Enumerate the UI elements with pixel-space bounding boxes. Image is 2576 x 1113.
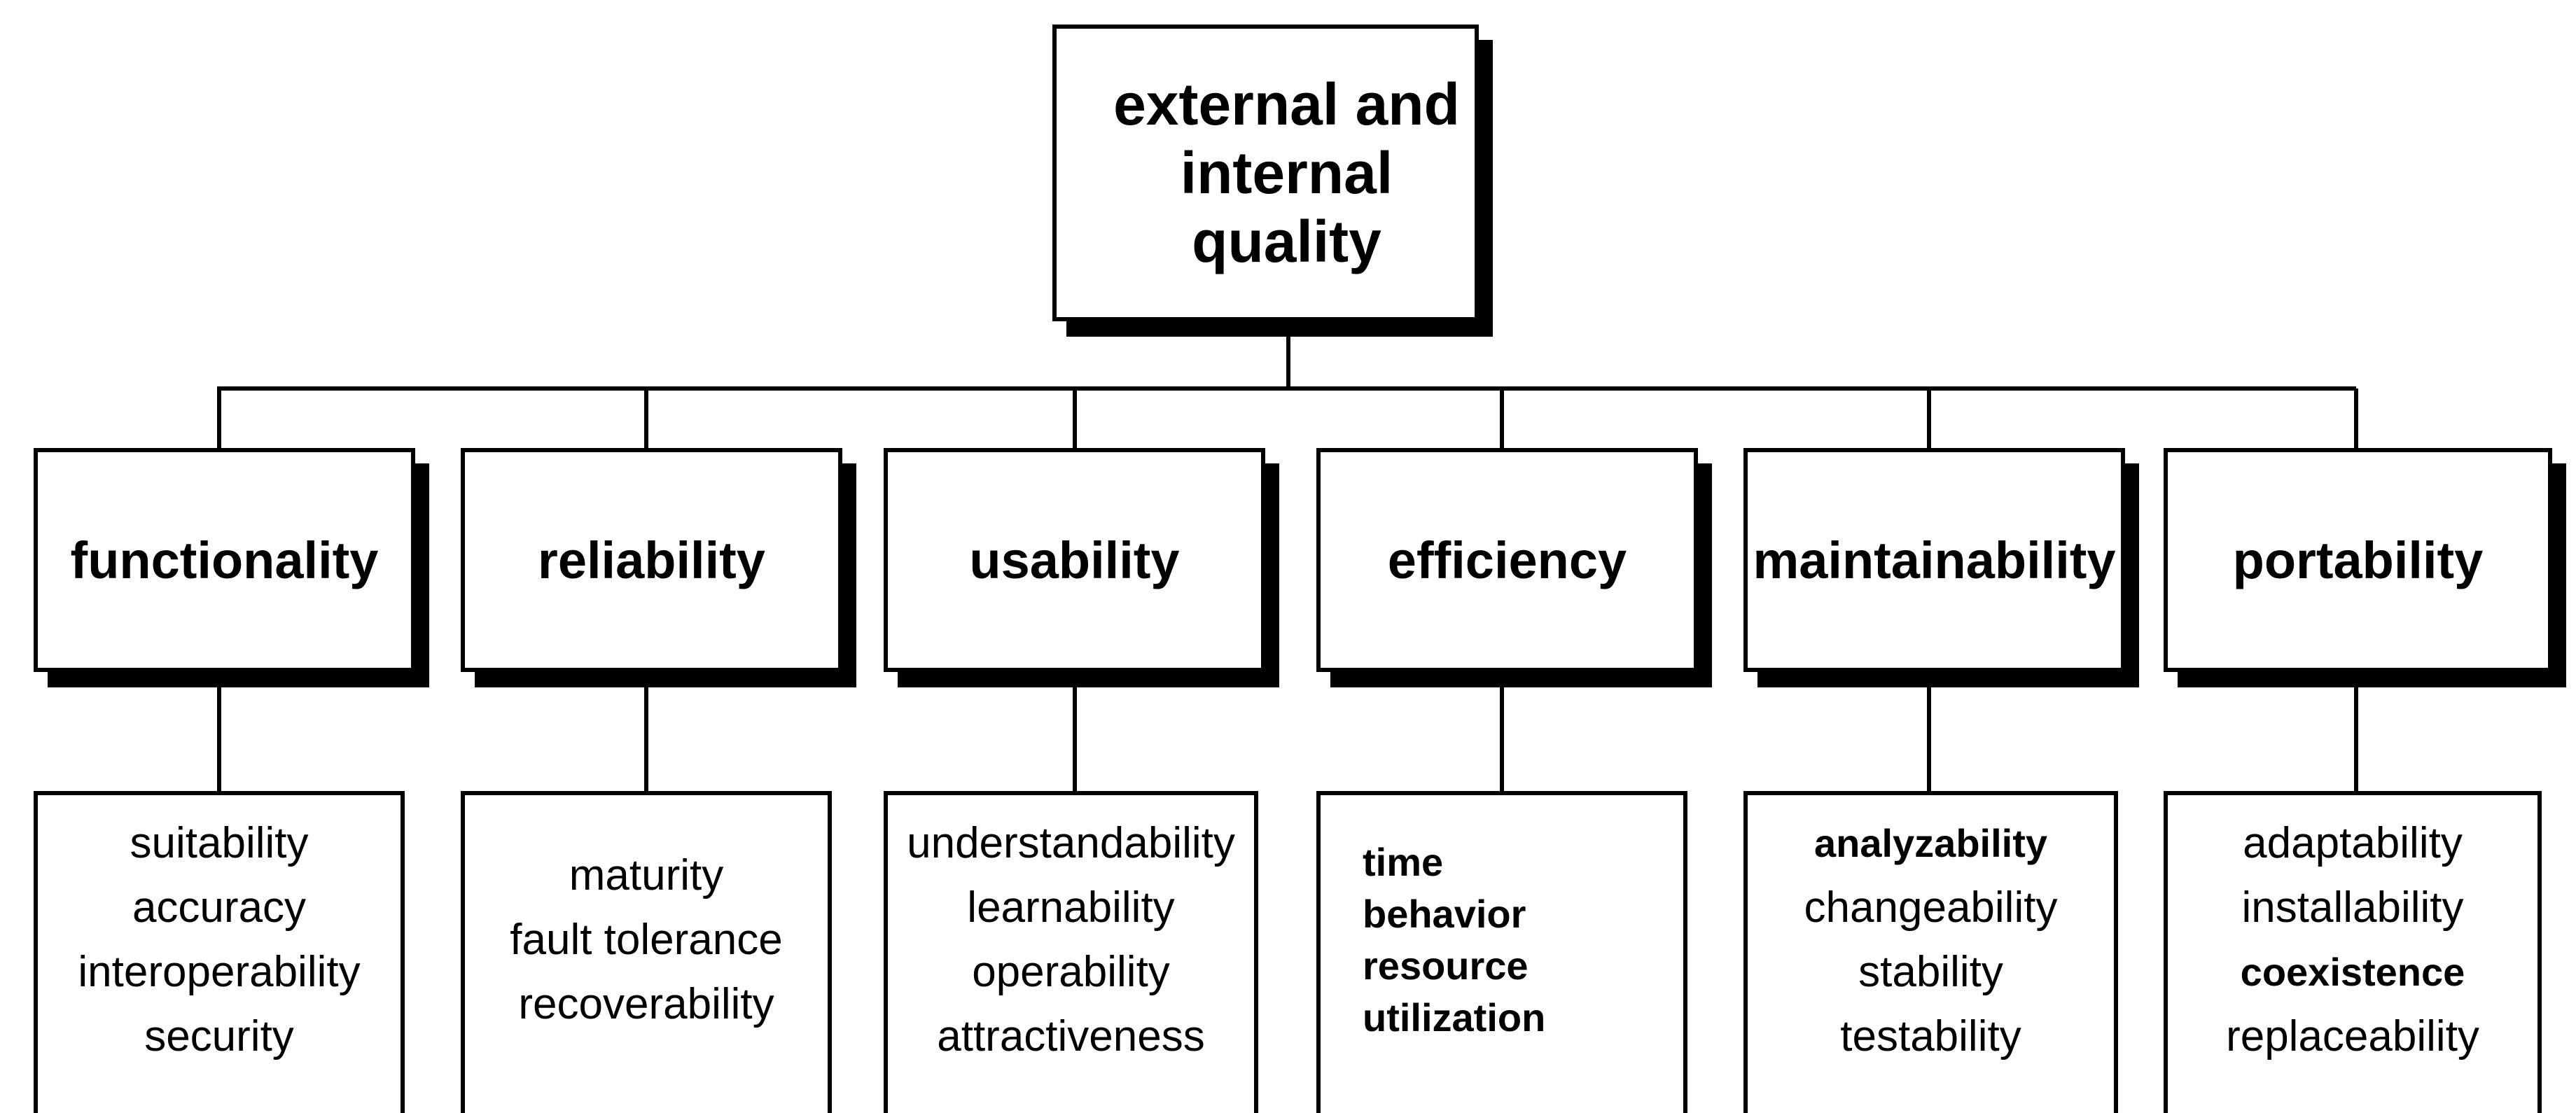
subcharacteristic-item: time <box>1363 840 1444 884</box>
subcharacteristics-usability: understandability learnability operabili… <box>884 791 1258 1113</box>
subcharacteristic-item: replaceability <box>2226 1012 2479 1060</box>
subcharacteristics-efficiency: time behavior resource utilization <box>1316 791 1687 1113</box>
subcharacteristic-item: recoverability <box>518 980 774 1028</box>
subcharacteristic-item: fault tolerance <box>510 916 783 964</box>
root-label-line-2: internal <box>1180 140 1393 206</box>
root-label-line-1: external and <box>1113 71 1460 137</box>
subcharacteristic-item: interoperability <box>78 948 361 996</box>
root-label-line-3: quality <box>1192 209 1381 274</box>
subcharacteristic-item: adaptability <box>2243 819 2463 867</box>
subcharacteristic-item: operability <box>972 948 1170 996</box>
subcharacteristic-item: attractiveness <box>937 1012 1205 1060</box>
subcharacteristics-functionality: suitability accuracy interoperability se… <box>34 791 405 1113</box>
category-label: maintainability <box>1753 531 2116 589</box>
subcharacteristic-item: maturity <box>569 851 724 899</box>
category-label: functionality <box>70 531 379 589</box>
subcharacteristic-item: installability <box>2241 883 2464 932</box>
subcharacteristic-item: learnability <box>967 883 1175 932</box>
category-label: portability <box>2232 531 2484 589</box>
category-node-reliability: reliability <box>461 448 842 672</box>
category-node-portability: portability <box>2164 448 2552 672</box>
subcharacteristic-item: behavior <box>1363 892 1526 936</box>
subcharacteristic-item: suitability <box>130 819 309 867</box>
subcharacteristic-item: utilization <box>1363 995 1546 1040</box>
root-label: external and internal quality <box>1071 70 1460 276</box>
subcharacteristic-item: accuracy <box>132 883 307 932</box>
category-label: reliability <box>538 531 765 589</box>
subcharacteristics-portability: adaptability installability coexistence … <box>2164 791 2542 1113</box>
category-node-maintainability: maintainability <box>1743 448 2125 672</box>
subcharacteristic-item: changeability <box>1804 883 2058 932</box>
category-node-efficiency: efficiency <box>1316 448 1698 672</box>
subcharacteristics-maintainability: analyzability changeability stability te… <box>1743 791 2118 1113</box>
root-node: external and internal quality <box>1052 24 1479 321</box>
subcharacteristic-item: stability <box>1858 948 2003 996</box>
subcharacteristic-item: understandability <box>907 819 1235 867</box>
category-label: usability <box>969 531 1180 589</box>
subcharacteristic-item: testability <box>1840 1012 2021 1060</box>
category-node-functionality: functionality <box>34 448 415 672</box>
category-label: efficiency <box>1387 531 1627 589</box>
subcharacteristics-reliability: maturity fault tolerance recoverability <box>461 791 832 1113</box>
category-node-usability: usability <box>884 448 1265 672</box>
subcharacteristic-item: resource <box>1363 944 1529 988</box>
subcharacteristic-item: security <box>144 1012 294 1060</box>
subcharacteristic-item: analyzability <box>1813 821 2048 865</box>
subcharacteristic-item: coexistence <box>2240 950 2465 994</box>
